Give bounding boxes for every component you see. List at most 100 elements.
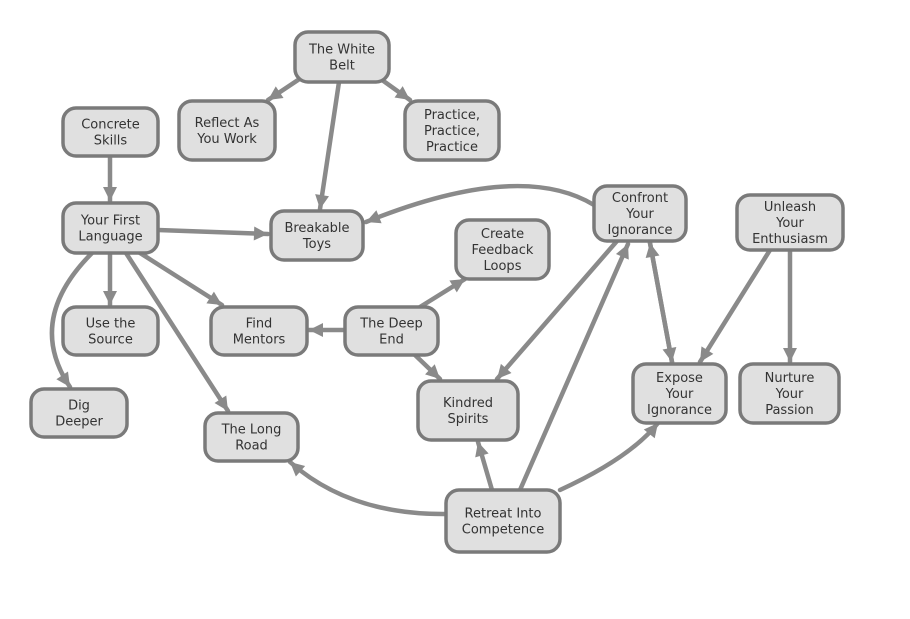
arrowhead-icon <box>700 346 714 362</box>
node-label: Competence <box>462 523 544 538</box>
edge-line <box>49 250 95 390</box>
edge-unleash-your-enthusiasm-to-expose-your-ignorance <box>697 247 773 365</box>
arrowhead-icon <box>206 291 222 305</box>
node-label: Expose <box>656 371 703 386</box>
node-practice[interactable]: Practice,Practice,Practice <box>403 99 501 162</box>
node-label: Confront <box>612 191 668 206</box>
node-label: Concrete <box>81 118 140 133</box>
node-box <box>29 387 129 439</box>
node-label: Your <box>625 207 654 222</box>
edge-retreat-into-competence-to-the-long-road <box>287 459 449 517</box>
edge-line <box>155 227 271 237</box>
node-label: The White <box>308 43 375 58</box>
arrowhead-icon <box>103 187 117 201</box>
edge-line <box>363 183 597 225</box>
node-box <box>403 99 501 162</box>
node-box <box>61 305 160 357</box>
node-box <box>61 106 160 158</box>
node-label: End <box>379 333 404 348</box>
edge-line <box>287 459 449 517</box>
edge-line <box>647 240 675 365</box>
node-box <box>343 305 440 357</box>
node-label: Create <box>481 227 524 242</box>
arrowhead-icon <box>645 243 660 259</box>
node-label: Kindred <box>443 396 493 411</box>
edge-white-belt-to-reflect-as-you-work <box>265 77 301 103</box>
node-label: Your First <box>80 214 140 229</box>
node-label: Toys <box>302 237 331 252</box>
node-label: Nurture <box>765 371 815 386</box>
node-label: The Deep <box>359 317 423 332</box>
edge-line <box>517 241 631 493</box>
node-label: Retreat Into <box>465 507 542 522</box>
node-label: Ignorance <box>647 403 712 418</box>
node-label: The Long <box>221 423 282 438</box>
node-label: Ignorance <box>608 223 673 238</box>
arrowhead-icon <box>309 323 323 337</box>
edge-concrete-skills-to-your-first-language <box>103 153 117 204</box>
node-label: Loops <box>484 259 522 274</box>
node-label: Find <box>246 317 273 332</box>
edge-retreat-into-competence-to-confront-your-ignorance <box>517 241 631 493</box>
arrowhead-icon <box>783 348 797 362</box>
arrowhead-icon <box>366 210 382 224</box>
node-label: Feedback <box>472 243 534 258</box>
arrowhead-icon <box>643 423 658 439</box>
node-label: Your <box>665 387 694 402</box>
arrowhead-icon <box>394 86 410 100</box>
node-label: Dig <box>68 399 90 414</box>
edge-your-first-language-to-breakable-toys <box>155 226 271 241</box>
node-box <box>177 99 277 162</box>
edge-the-deep-end-to-find-mentors <box>306 323 348 337</box>
edge-white-belt-to-practice <box>379 77 413 103</box>
edge-your-first-language-to-the-long-road <box>123 250 231 414</box>
node-box <box>293 30 391 84</box>
node-label: Breakable <box>284 221 349 236</box>
edge-line <box>494 238 620 382</box>
edge-your-first-language-to-dig-deeper <box>49 250 95 390</box>
node-box <box>209 305 309 357</box>
edge-line <box>317 79 342 212</box>
node-label: Practice <box>426 140 478 155</box>
arrowhead-icon <box>253 226 268 241</box>
edge-retreat-into-competence-to-expose-your-ignorance <box>557 420 661 493</box>
edge-line <box>557 420 661 493</box>
arrowhead-icon <box>268 86 284 100</box>
node-label: Use the <box>86 317 136 332</box>
arrowhead-icon <box>56 371 70 387</box>
node-label: Practice, <box>424 108 480 123</box>
node-box <box>416 379 520 442</box>
edge-the-deep-end-to-create-feedback-loops <box>417 276 468 310</box>
node-box <box>444 488 562 554</box>
edge-your-first-language-to-find-mentors <box>137 250 225 308</box>
arrowhead-icon <box>449 279 465 293</box>
node-label: Skills <box>94 134 128 149</box>
arrowhead-icon <box>425 364 440 379</box>
edges-layer <box>49 77 797 517</box>
node-label: Source <box>88 333 133 348</box>
node-box <box>454 218 551 281</box>
edge-confront-your-ignorance-to-kindred-spirits <box>494 238 620 382</box>
edge-line <box>137 250 225 308</box>
node-label: You Work <box>196 132 257 147</box>
edge-line <box>123 250 231 414</box>
